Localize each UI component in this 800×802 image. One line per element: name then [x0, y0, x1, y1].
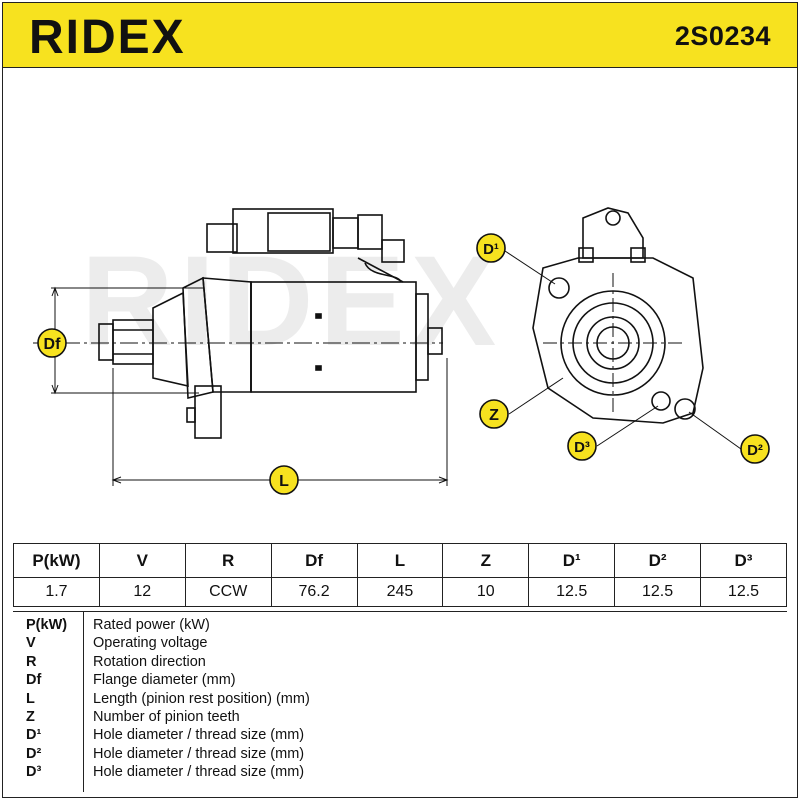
spec-header-cell: L	[356, 543, 444, 578]
spec-header-cell: Z	[442, 543, 530, 578]
svg-text:D²: D²	[747, 442, 763, 459]
legend-item: L Length (pinion rest position) (mm)	[13, 690, 787, 708]
legend-item: V Operating voltage	[13, 634, 787, 652]
side-view-starter	[33, 208, 443, 439]
svg-text:RIDEX: RIDEX	[81, 230, 502, 373]
spec-value-cell: CCW	[184, 577, 272, 607]
legend-description: Length (pinion rest position) (mm)	[93, 690, 310, 707]
spec-value-cell: 12	[98, 577, 186, 607]
svg-text:D³: D³	[574, 439, 590, 456]
svg-text:Z: Z	[489, 407, 499, 424]
legend-item: R Rotation direction	[13, 653, 787, 671]
svg-text:RIDEX: RIDEX	[29, 15, 186, 57]
legend-code: L	[26, 690, 35, 707]
spec-header-cell: V	[98, 543, 186, 578]
spec-header-row: P(kW) V R Df L Z D¹ D² D³	[13, 543, 787, 578]
leader-lines	[504, 250, 742, 450]
legend-description: Rotation direction	[93, 653, 206, 670]
svg-text:L: L	[279, 473, 289, 490]
legend-code: Df	[26, 672, 42, 689]
spec-header-cell: D¹	[528, 543, 616, 578]
spec-value-cell: 1.7	[13, 577, 100, 607]
legend-item: D² Hole diameter / thread size (mm)	[13, 745, 787, 763]
d2-label-badge: D²	[740, 434, 770, 464]
legend-item: P(kW) Rated power (kW)	[13, 616, 787, 634]
legend-description: Hole diameter / thread size (mm)	[93, 727, 305, 744]
legend-description: Number of pinion teeth	[93, 709, 240, 725]
legend-code: V	[26, 635, 36, 652]
d1-label-badge: D¹	[476, 233, 506, 263]
legend-description: Operating voltage	[93, 635, 208, 652]
legend-item: Z Number of pinion teeth	[13, 708, 787, 726]
svg-text:Df: Df	[44, 336, 62, 353]
front-view-starter	[532, 207, 704, 424]
legend-code: D³	[26, 764, 42, 781]
legend-divider	[83, 612, 84, 792]
legend-code: R	[26, 653, 37, 670]
svg-text:D¹: D¹	[483, 241, 499, 258]
spec-value-cell: 10	[442, 577, 530, 607]
header-bar: RIDEX 2S0234	[3, 3, 797, 68]
legend-description: Hole diameter / thread size (mm)	[93, 745, 305, 762]
spec-header-cell: D³	[700, 543, 787, 578]
spec-value-cell: 12.5	[528, 577, 616, 607]
technical-drawing: RIDEX	[33, 207, 770, 495]
spec-header-cell: Df	[270, 543, 358, 578]
specification-table: P(kW) V R Df L Z D¹ D² D³ 1.7 12 CCW 76.…	[13, 543, 787, 607]
legend-code: Z	[26, 709, 35, 725]
spec-value-row: 1.7 12 CCW 76.2 245 10 12.5 12.5 12.5	[13, 577, 787, 607]
legend-description: Rated power (kW)	[93, 617, 210, 633]
df-label-badge: Df	[37, 328, 67, 358]
spec-header-cell: P(kW)	[13, 543, 100, 578]
spec-header-cell: D²	[614, 543, 701, 578]
d3-label-badge: D³	[567, 431, 597, 461]
legend-item: D¹ Hole diameter / thread size (mm)	[13, 726, 787, 744]
spec-value-cell: 76.2	[270, 577, 358, 607]
legend-item: D³ Hole diameter / thread size (mm)	[13, 763, 787, 781]
spec-value-cell: 12.5	[700, 577, 787, 607]
legend-list: P(kW) Rated power (kW) V Operating volta…	[13, 611, 787, 792]
legend-code: D²	[26, 745, 42, 762]
l-label-badge: L	[269, 465, 299, 495]
z-label-badge: Z	[479, 399, 509, 429]
brand-logo: RIDEX	[29, 15, 186, 57]
spec-header-cell: R	[184, 543, 272, 578]
legend-description: Flange diameter (mm)	[93, 672, 236, 689]
legend-description: Hole diameter / thread size (mm)	[93, 764, 305, 781]
spec-value-cell: 245	[356, 577, 444, 607]
legend-item: Df Flange diameter (mm)	[13, 671, 787, 689]
spec-value-cell: 12.5	[614, 577, 701, 607]
legend-code: D¹	[26, 727, 42, 744]
watermark-logo: RIDEX	[81, 230, 502, 373]
legend-code: P(kW)	[26, 617, 68, 633]
part-number: 2S0234	[674, 21, 771, 51]
